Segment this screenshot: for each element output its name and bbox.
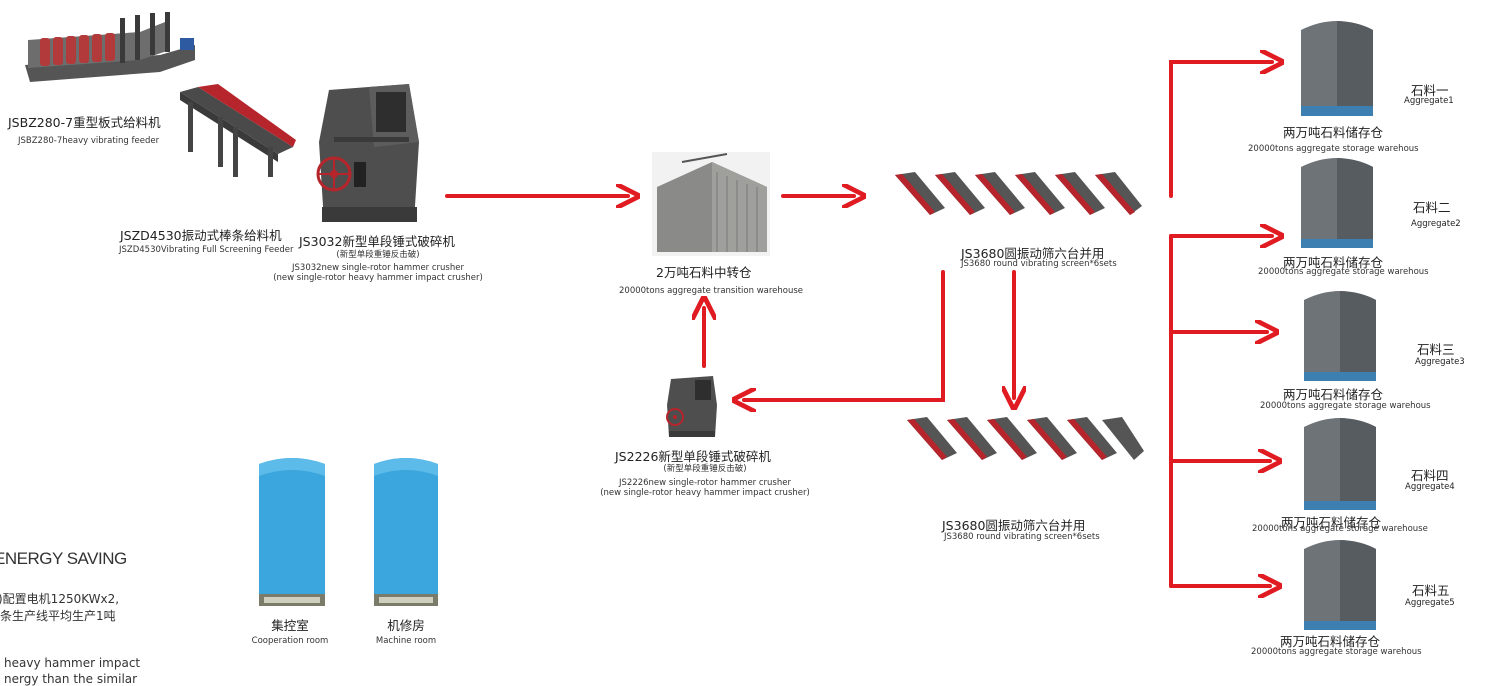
control-room-label-cn: 集控室 xyxy=(271,618,309,633)
storage-silo-4 xyxy=(1304,418,1376,510)
crusher2-label-cn: JS2226新型单段锤式破碎机 xyxy=(615,449,771,464)
silo3-agg-cn: 石料三 xyxy=(1417,342,1455,357)
storage-silo-1 xyxy=(1301,21,1373,116)
crusher2-label-sub: (新型单段重锤反击破) xyxy=(663,464,747,474)
energy-title: ENERGY SAVING xyxy=(0,549,127,568)
screen2-label-en: JS3680 round vibrating screen*6sets xyxy=(944,532,1100,542)
crusher1-label-en1: JS3032new single-rotor hammer crusher xyxy=(292,263,464,273)
silo2-agg-cn: 石料二 xyxy=(1413,200,1451,215)
silo5-agg-en: Aggregate5 xyxy=(1405,598,1455,608)
transition-warehouse-image xyxy=(652,152,770,256)
silo1-label-en: 20000tons aggregate storage warehous xyxy=(1248,144,1419,154)
energy-line-4: nergy than the similar xyxy=(4,672,138,686)
control-room-label-en: Cooperation room xyxy=(251,636,329,646)
vibrating-bar-feeder-image xyxy=(180,84,296,177)
feeder2-label-en: JSZD4530Vibrating Full Screening Feeder xyxy=(119,245,294,255)
vibrating-screens-1-image xyxy=(895,172,1142,215)
silo3-agg-en: Aggregate3 xyxy=(1415,357,1465,367)
silo4-agg-cn: 石料四 xyxy=(1411,468,1449,483)
storage-silo-5 xyxy=(1304,540,1376,630)
hammer-crusher-2-image xyxy=(666,376,717,437)
crusher2-label-en2: (new single-rotor heavy hammer impact cr… xyxy=(600,488,810,498)
machine-room-building xyxy=(374,458,438,606)
arrow-screen-to-crusher2 xyxy=(744,270,945,400)
screen1-label-en: JS3680 round vibrating screen*6sets xyxy=(961,259,1117,269)
transition-label-cn: 2万吨石料中转仓 xyxy=(656,265,752,280)
silo5-agg-cn: 石料五 xyxy=(1412,583,1450,598)
screen1-label-cn: JS3680圆振动筛六台并用 xyxy=(961,246,1105,261)
silo4-label-en: 20000tons aggregate storage warehouse xyxy=(1252,524,1428,534)
energy-line-1: )配置电机1250KWx2, xyxy=(0,592,120,606)
silo2-label-en: 20000tons aggregate storage warehous xyxy=(1258,267,1429,277)
transition-label-en: 20000tons aggregate transition warehouse xyxy=(619,286,804,296)
control-room-building xyxy=(259,458,325,606)
crusher1-label-sub: (新型单段重锤反击破) xyxy=(336,250,420,260)
silo3-label-en: 20000tons aggregate storage warehous xyxy=(1260,401,1431,411)
feeder1-label-cn: JSBZ280-7重型板式给料机 xyxy=(8,115,161,130)
crusher1-label-cn: JS3032新型单段锤式破碎机 xyxy=(299,234,455,249)
feeder1-label-en: JSBZ280-7heavy vibrating feeder xyxy=(18,136,160,146)
energy-line-3: heavy hammer impact xyxy=(4,656,141,670)
silo1-agg-en: Aggregate1 xyxy=(1404,96,1454,106)
silo1-label-cn: 两万吨石料储存仓 xyxy=(1283,125,1384,140)
silo2-agg-en: Aggregate2 xyxy=(1411,219,1461,229)
heavy-plate-feeder-image xyxy=(25,12,195,82)
machine-room-label-en: Machine room xyxy=(375,636,437,646)
feeder2-label-cn: JSZD4530振动式棒条给料机 xyxy=(120,228,282,243)
hammer-crusher-1-image xyxy=(316,84,419,222)
silo2-label-cn: 两万吨石料储存仓 xyxy=(1283,255,1384,270)
storage-silo-3 xyxy=(1304,291,1376,381)
silo4-agg-en: Aggregate4 xyxy=(1405,482,1455,492)
crusher1-label-en2: (new single-rotor heavy hammer impact cr… xyxy=(273,273,483,283)
silo5-label-en: 20000tons aggregate storage warehous xyxy=(1251,647,1422,657)
energy-line-2: 条生产线平均生产1吨 xyxy=(0,609,116,623)
storage-silo-2 xyxy=(1301,158,1373,248)
crusher2-label-en1: JS2226new single-rotor hammer crusher xyxy=(619,478,791,488)
arrow-to-silo-1 xyxy=(1169,62,1272,198)
silo3-label-cn: 两万吨石料储存仓 xyxy=(1283,387,1384,402)
silo1-agg-cn: 石料一 xyxy=(1411,83,1449,98)
silo5-label-cn: 两万吨石料储存仓 xyxy=(1280,634,1381,649)
silo4-label-cn: 两万吨石料储存仓 xyxy=(1281,515,1382,530)
vibrating-screens-2-image xyxy=(907,417,1144,460)
machine-room-label-cn: 机修房 xyxy=(387,618,425,633)
screen2-label-cn: JS3680圆振动筛六台并用 xyxy=(942,518,1086,533)
